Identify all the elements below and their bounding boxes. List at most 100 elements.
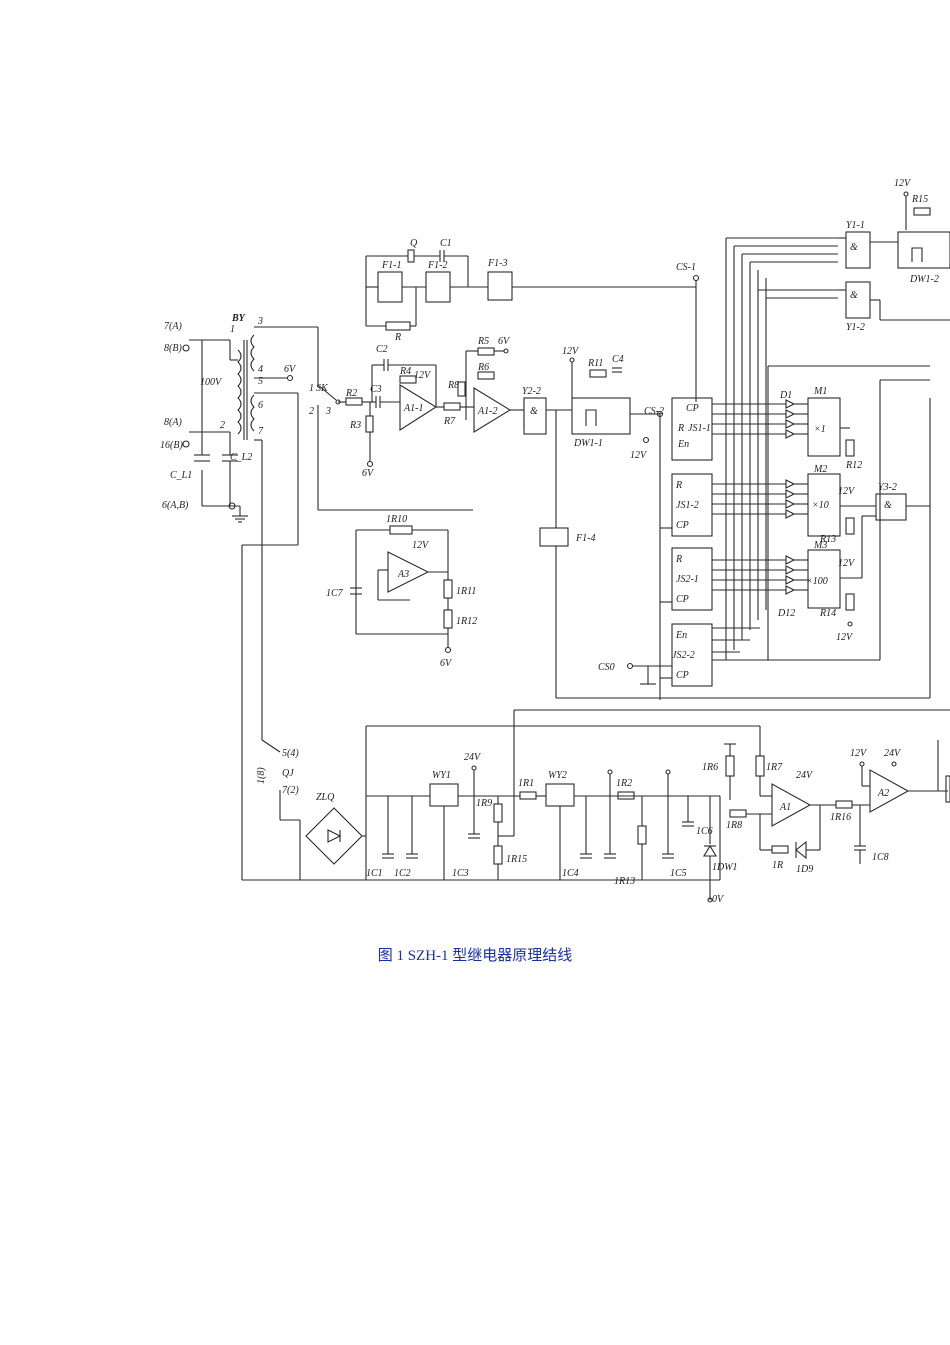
output-amp-section: 1R6 1R7 1R8 A1 24V 1R 1D9 1R16 1C8 12V [702, 726, 950, 875]
terminal-7a-label: 7(A) [164, 321, 182, 332]
a3-6v-label: 6V [440, 658, 453, 669]
zener-1dw1 [703, 844, 717, 857]
resistor-1r16 [835, 800, 853, 809]
gate-y2-2 [523, 397, 547, 435]
r4-label: R4 [399, 366, 411, 377]
r14-12v-label: 12V [836, 632, 854, 643]
resistor-1r7 [755, 755, 765, 777]
resistor-r6 [477, 371, 495, 380]
js1-1-cp-label: CP [686, 403, 699, 414]
js2-2-en-label: En [675, 630, 687, 641]
js1-2-r-label: R [675, 480, 682, 491]
m3-12v-label: 12V [838, 558, 856, 569]
sk-pin2-label: 2 [309, 406, 314, 417]
m3-label: M3 [813, 540, 827, 551]
gate-f1-1 [377, 271, 403, 303]
d1-label: D1 [779, 390, 792, 401]
counter-js2-1 [671, 547, 713, 611]
1dw1-label: 1DW1 [712, 862, 738, 873]
resistor-r11 [589, 369, 607, 378]
r5-6v-label: 6V [498, 336, 511, 347]
a1-6v-label: 6V [362, 468, 375, 479]
r13-label: R13 [819, 534, 836, 545]
r5-label: R5 [477, 336, 489, 347]
dw-12v-2-label: 12V [630, 450, 648, 461]
1r16-label: 1R16 [830, 812, 851, 823]
cs-2-label: CS-2 [644, 406, 664, 417]
f1-2-label: F1-2 [427, 260, 447, 271]
m1-x1-label: ×1 [814, 424, 826, 435]
y2-2-label: Y2-2 [522, 386, 541, 397]
1r-label: 1R [772, 860, 783, 871]
figure-caption: 图 1 SZH-1 型继电器原理结线 [377, 948, 573, 964]
regulator-wy1 [429, 783, 459, 807]
qj-label: QJ [282, 768, 294, 779]
gate-f1-3 [487, 271, 513, 301]
mux-m3 [807, 549, 841, 609]
wy1-label: WY1 [432, 770, 451, 781]
primary-coil [237, 349, 242, 435]
resistor-1r-feedback [771, 845, 789, 854]
a1-2-label: A1-2 [477, 406, 497, 417]
js2-1-r-label: R [675, 554, 682, 565]
qj-72-label: 7(2) [282, 785, 299, 796]
1r15-label: 1R15 [506, 854, 527, 865]
terminal-16b-label: 16(B) [160, 440, 183, 451]
secondary-coil-2 [250, 394, 255, 432]
bus-risers [725, 237, 838, 660]
supply-6v-label: 6V [284, 364, 297, 375]
by-tap-2-label: 2 [220, 420, 225, 431]
c4-label: C4 [612, 354, 624, 365]
a2-24v-label: 24V [884, 748, 902, 759]
r12-label: R12 [845, 460, 862, 471]
js2-1-label: JS2-1 [676, 574, 699, 585]
resistor-r4 [399, 375, 417, 384]
js1-1-label: JS1-1 [688, 423, 711, 434]
a3-label: A3 [397, 569, 409, 580]
m2-12v-label: 12V [838, 486, 856, 497]
js2-2-label: JS2-2 [672, 650, 695, 661]
resistor-r8 [457, 381, 466, 397]
bus-lines-top [712, 403, 786, 653]
1r13-label: 1R13 [614, 876, 635, 887]
counter-section: CP R JS1-1 En R JS1-2 CP R JS2-1 CP En J… [598, 397, 713, 687]
a3-section: 1R10 1C7 A3 12V 1R11 1R12 6V [326, 514, 477, 669]
1r9-label: 1R9 [476, 798, 492, 809]
primary-100v-label: 100V [200, 377, 223, 388]
input-section: 7(A) 8(B) 8(A) 16(B) C_L1 6(A,B) C_L2 2 … [160, 313, 319, 880]
output-block [945, 775, 950, 803]
and-symbol: & [530, 406, 538, 417]
resistor-r13 [845, 517, 855, 535]
by-tap-7-label: 7 [258, 426, 264, 437]
pulse-symbol-2 [911, 247, 923, 262]
js1-1-en-label: En [677, 439, 689, 450]
f1-1-label: F1-1 [381, 260, 401, 271]
a1-12v-label: 12V [414, 370, 432, 381]
opamp-a1-2 [473, 387, 512, 433]
resistor-1r10 [389, 525, 413, 535]
monostable-dw1-1 [571, 397, 631, 435]
js2-2-cp-label: CP [676, 670, 689, 681]
r15-label: R15 [911, 194, 928, 205]
gate-y3-2 [875, 493, 907, 521]
resistor-r15 [913, 207, 931, 216]
resistor-1r13 [637, 825, 647, 845]
r-osc-label: R [394, 332, 401, 343]
r2-label: R2 [345, 388, 357, 399]
zlq-label: ZLQ [316, 792, 335, 803]
gate-f1-2 [425, 271, 451, 303]
q-label: Q [410, 238, 418, 249]
counter-js2-2 [671, 623, 713, 687]
by-tap-6-label: 6 [258, 400, 263, 411]
0v-label: 0V [712, 894, 725, 905]
r14-label: R14 [819, 608, 836, 619]
a2-12v-label: 12V [850, 748, 868, 759]
m1-label: M1 [813, 386, 827, 397]
resistor-r-feedback [385, 321, 411, 331]
resistor-r2 [345, 397, 363, 406]
oscillator-section: Q C1 F1-1 F1-2 F1-3 R CS-1 [365, 238, 700, 402]
diode-array [785, 399, 796, 595]
r6-label: R6 [477, 362, 489, 373]
mux-m2 [807, 473, 841, 537]
1a2-label: A2 [877, 788, 889, 799]
